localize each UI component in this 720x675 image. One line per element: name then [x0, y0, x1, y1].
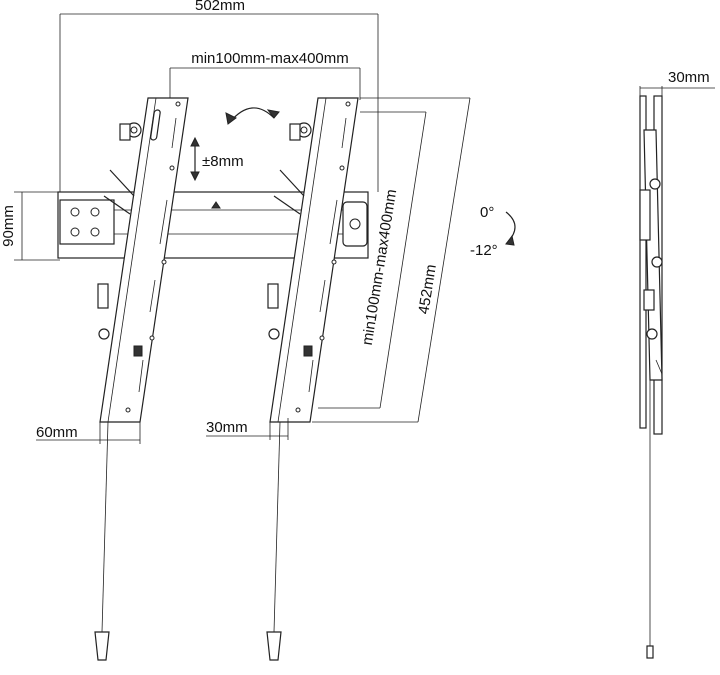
dimension-arm-length: 452mm: [312, 97, 471, 423]
right-pull-cord: [266, 421, 282, 661]
front-view: 502mm min100mm-max400mm ±8mm 90mm: [0, 0, 516, 661]
dimension-arm-width: 60mm: [36, 422, 141, 444]
dimension-total-width: 502mm: [59, 0, 379, 192]
label-tilt-start: 0°: [480, 204, 494, 221]
label-arm-width: 60mm: [36, 424, 78, 441]
rotate-arrow-icon: [225, 107, 280, 125]
side-view: 30mm: [639, 69, 715, 659]
label-arm-depth: 30mm: [206, 419, 248, 436]
dimension-wall-distance: 30mm: [639, 69, 715, 98]
label-tilt-end: -12°: [470, 242, 498, 259]
tilt-indicator: 0° -12°: [470, 204, 516, 259]
up-arrow-icon: [211, 201, 221, 209]
label-vesa-horizontal: min100mm-max400mm: [191, 50, 349, 67]
dimension-vesa-horizontal: min100mm-max400mm: [169, 50, 361, 110]
left-pull-cord: [94, 421, 110, 661]
dimension-arm-depth: 30mm: [206, 418, 289, 440]
right-bracket-arm: [267, 97, 359, 423]
dimension-rail-height: 90mm: [0, 191, 60, 261]
label-total-width: 502mm: [195, 0, 245, 14]
label-wall-distance: 30mm: [668, 69, 710, 86]
side-wall-plate: [639, 95, 647, 429]
vertical-adjust-indicator: ±8mm: [190, 136, 244, 182]
label-rail-height: 90mm: [0, 205, 17, 247]
left-bracket-arm: [97, 97, 189, 423]
label-vertical-adjust: ±8mm: [202, 153, 244, 170]
